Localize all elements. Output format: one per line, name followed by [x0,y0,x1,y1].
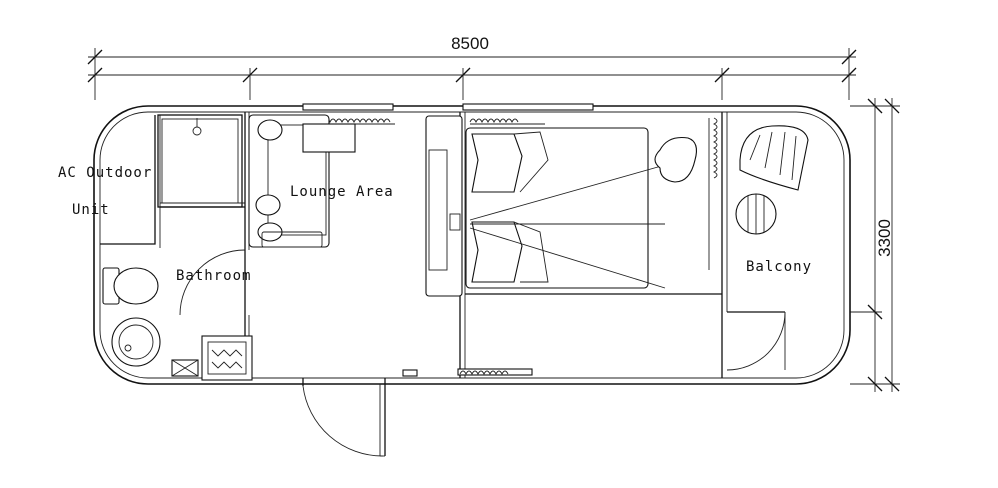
bed [465,127,666,289]
balcony-furniture [735,125,809,235]
interior-walls [100,112,786,378]
toilet-icon [102,267,159,305]
lounge-area-label: Lounge Area [290,184,394,200]
right-dimension-lines [850,98,900,392]
sink-icon [111,317,161,367]
ac-outdoor-label-line2: Unit [72,202,110,218]
tv-cabinet [425,115,463,297]
entrance-door [302,378,386,457]
ac-outdoor-label-line1: AC Outdoor [58,165,152,181]
sofa [248,114,356,248]
overall-height-label: 3300 [875,219,894,257]
bedside-chair-icon [654,136,697,183]
heater-icon [201,335,253,381]
floor-drain-icon [171,359,199,377]
bathroom-label: Bathroom [176,268,251,284]
overall-width-label: 8500 [451,34,489,53]
top-dimension-lines [87,48,857,100]
balcony-label: Balcony [746,259,812,275]
